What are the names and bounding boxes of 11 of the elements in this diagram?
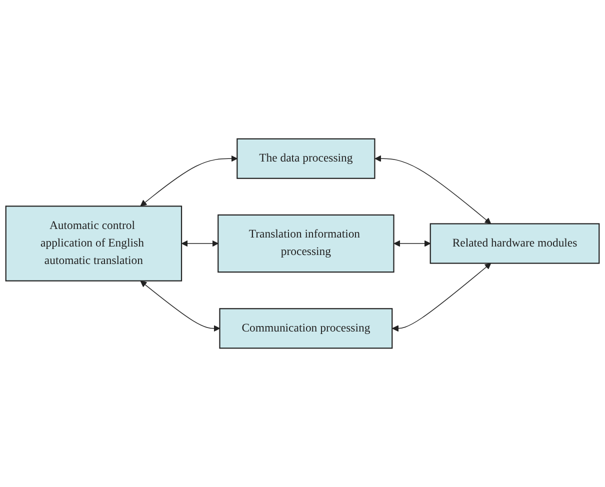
arrow bbox=[182, 240, 218, 247]
arrow bbox=[392, 262, 492, 332]
arrow bbox=[374, 155, 492, 224]
node-box: Related hardware modules bbox=[430, 223, 600, 264]
node-box: The data processing bbox=[236, 138, 376, 179]
arrow bbox=[140, 280, 220, 332]
arrow bbox=[140, 155, 238, 206]
node-box: Automatic control application of English automatic translation bbox=[5, 206, 182, 282]
arrow bbox=[394, 240, 431, 247]
node-box: Communication processing bbox=[219, 308, 393, 349]
node-box: Translation information processing bbox=[218, 214, 394, 273]
